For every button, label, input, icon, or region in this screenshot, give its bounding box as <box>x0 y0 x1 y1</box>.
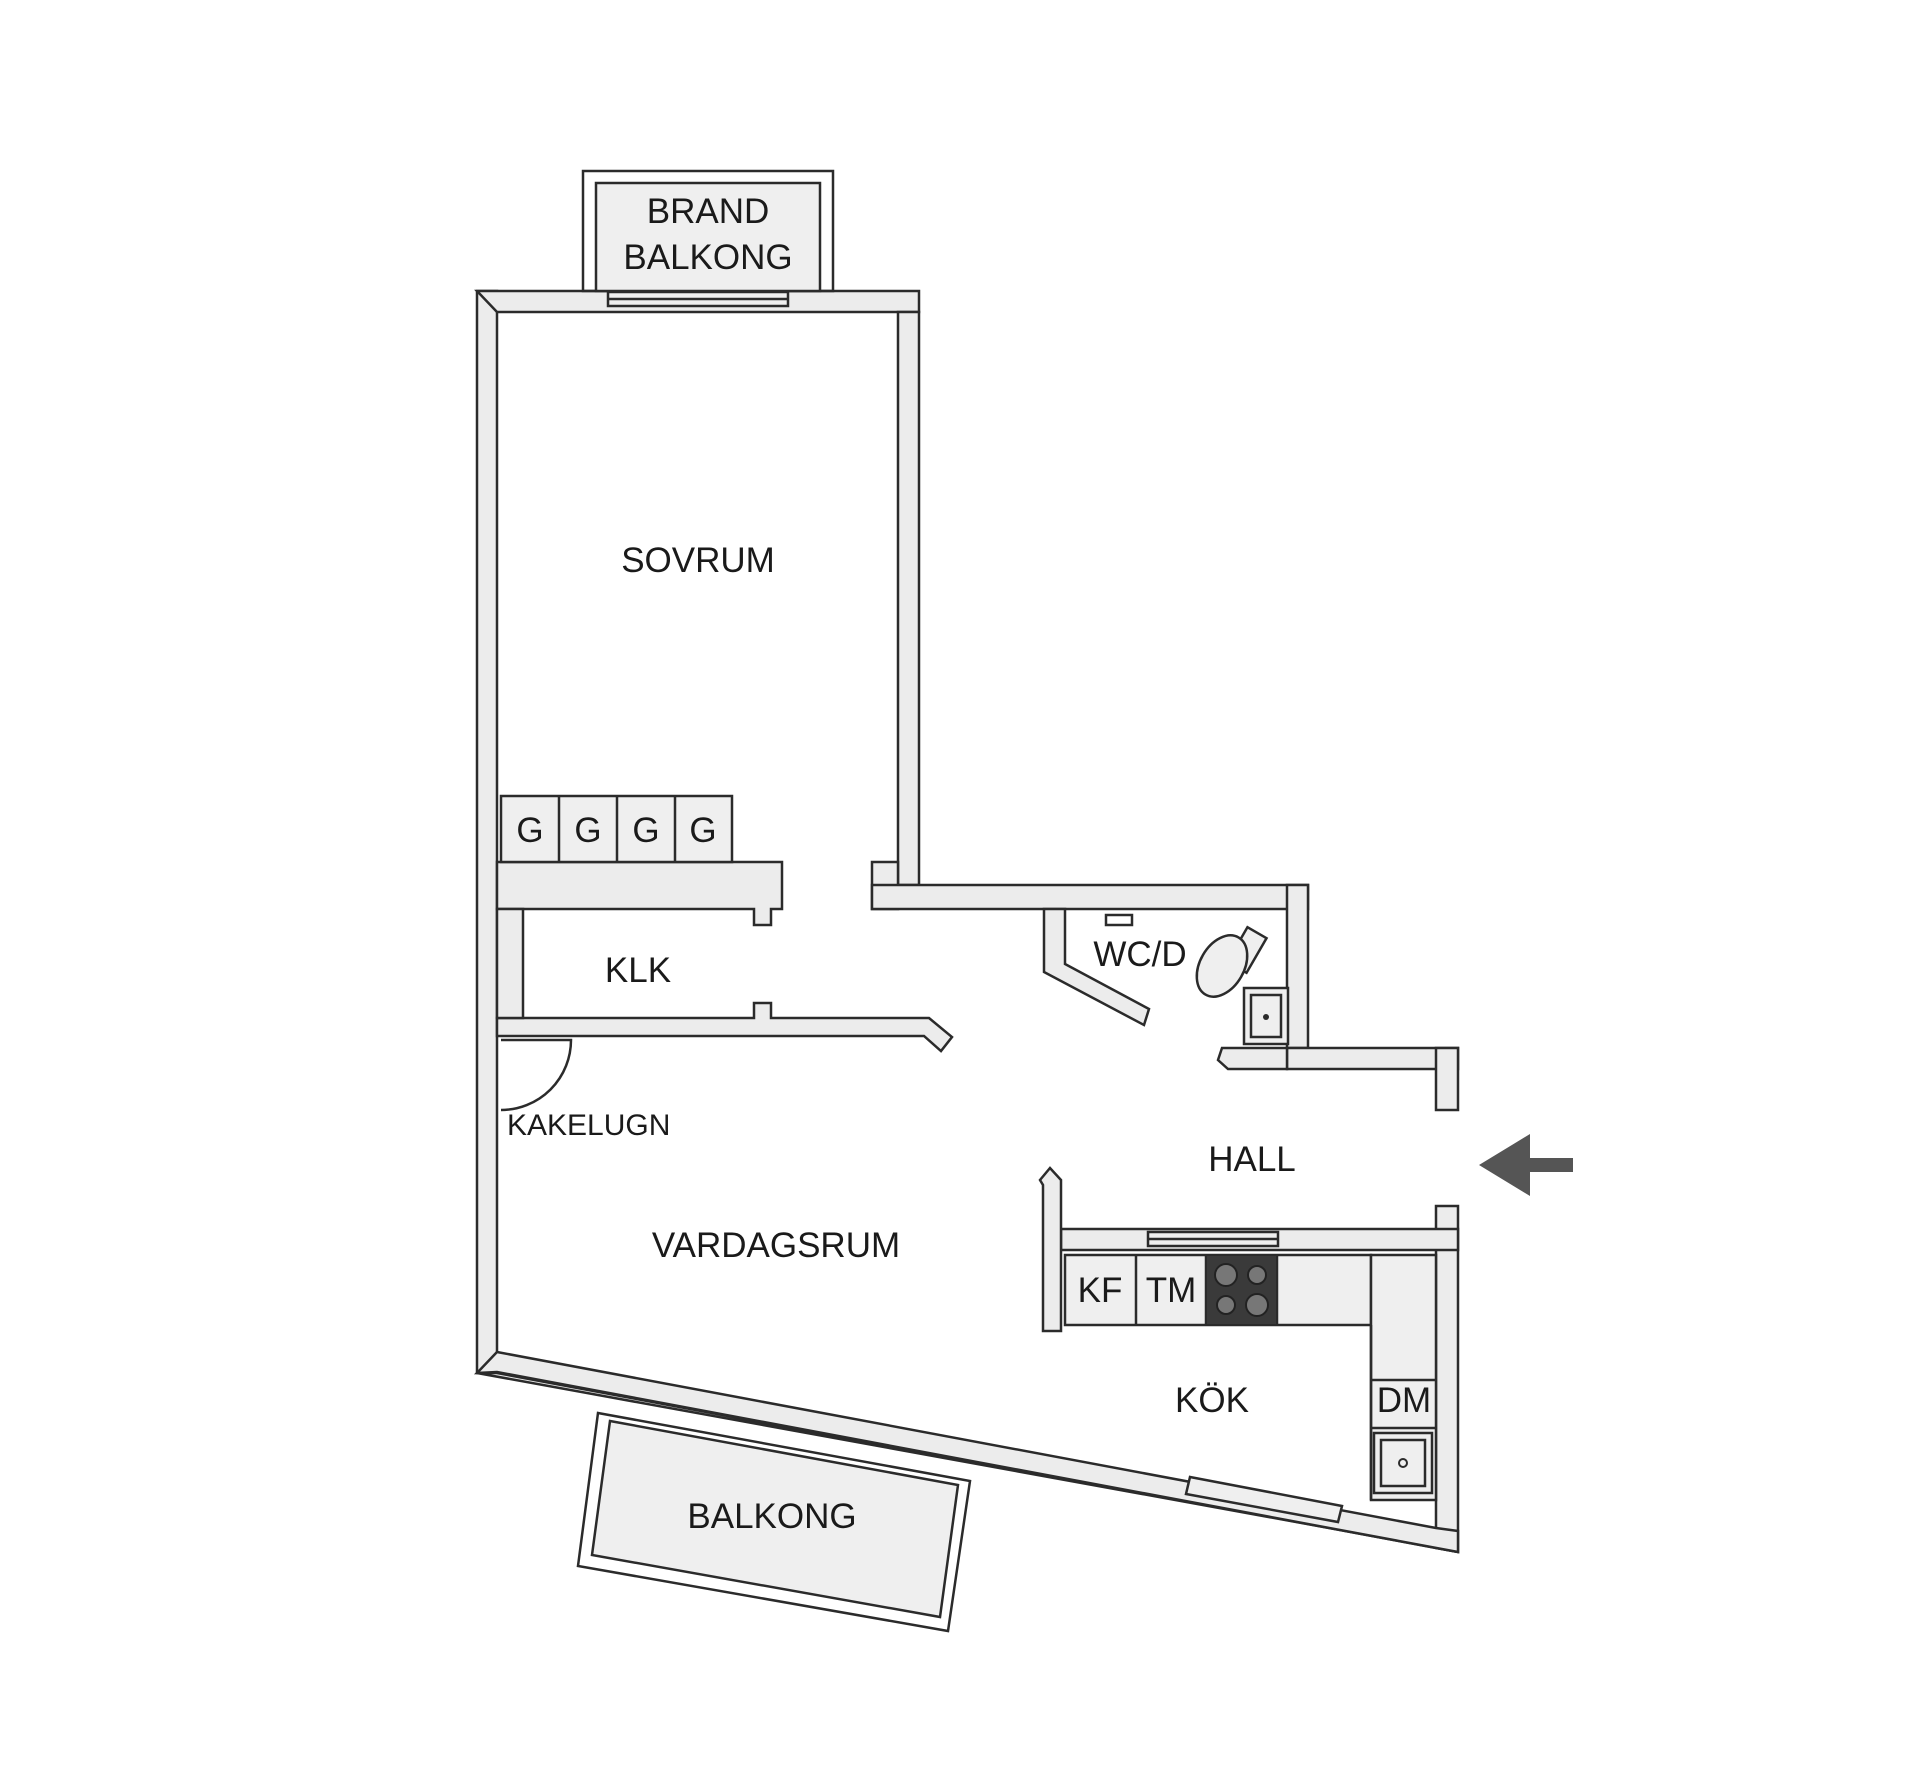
wall-hall-stub <box>1038 1166 1063 1333</box>
hall-label: HALL <box>1208 1140 1296 1179</box>
wall-sovrum-right <box>896 310 921 887</box>
vardagsrum-label: VARDAGSRUM <box>652 1226 900 1265</box>
wardrobe-label: G <box>689 811 716 850</box>
wardrobe-label: G <box>632 811 659 850</box>
wardrobes: G G G G <box>499 794 734 864</box>
brand-balkong-label-2: BALKONG <box>623 238 792 277</box>
window-icon <box>1146 1230 1280 1248</box>
wall-klk-vardagsrum <box>495 1001 954 1053</box>
wall-left <box>475 289 499 1375</box>
kok-label: KÖK <box>1175 1381 1249 1420</box>
wall-wc-right <box>1285 883 1310 1050</box>
door-swing-icon <box>500 1038 573 1112</box>
wall-wc-bottom <box>1285 1046 1460 1071</box>
wall-klk-left <box>495 907 525 1020</box>
klk-label: KLK <box>605 951 671 990</box>
wall-sovrum-klk <box>495 860 784 927</box>
wall-upper-mid <box>870 883 1310 911</box>
sink-icon <box>1372 1431 1434 1495</box>
sink-icon <box>1242 986 1290 1046</box>
brand-balkong: BRAND BALKONG <box>581 169 835 293</box>
stove-icon <box>1205 1254 1278 1326</box>
windows <box>606 290 1344 1524</box>
wall-wc-diagonal <box>1042 907 1151 1027</box>
brand-balkong-label-1: BRAND <box>647 192 770 231</box>
balkong: BALKONG <box>576 1411 972 1633</box>
kakelugn-label: KAKELUGN <box>507 1109 670 1142</box>
wcd-label: WC/D <box>1093 935 1186 974</box>
walls <box>473 289 1460 1554</box>
window-icon <box>606 290 790 308</box>
sovrum-label: SOVRUM <box>621 541 775 580</box>
kf-label: KF <box>1078 1271 1123 1310</box>
wall-kok-right <box>1434 1204 1460 1554</box>
dm-label: DM <box>1377 1381 1431 1420</box>
wardrobe-label: G <box>516 811 543 850</box>
window-icon <box>1184 1475 1344 1524</box>
wall-bottom-band <box>473 1350 1460 1554</box>
balkong-label: BALKONG <box>687 1497 856 1536</box>
wall-hall-right-top <box>1434 1046 1460 1112</box>
tm-label: TM <box>1146 1271 1197 1310</box>
wall-wc-stub <box>1216 1046 1289 1071</box>
wardrobe-label: G <box>574 811 601 850</box>
entrance-arrow-icon <box>1479 1134 1573 1196</box>
toilet-icon <box>1195 925 1269 998</box>
faucet-icon <box>1104 913 1134 927</box>
